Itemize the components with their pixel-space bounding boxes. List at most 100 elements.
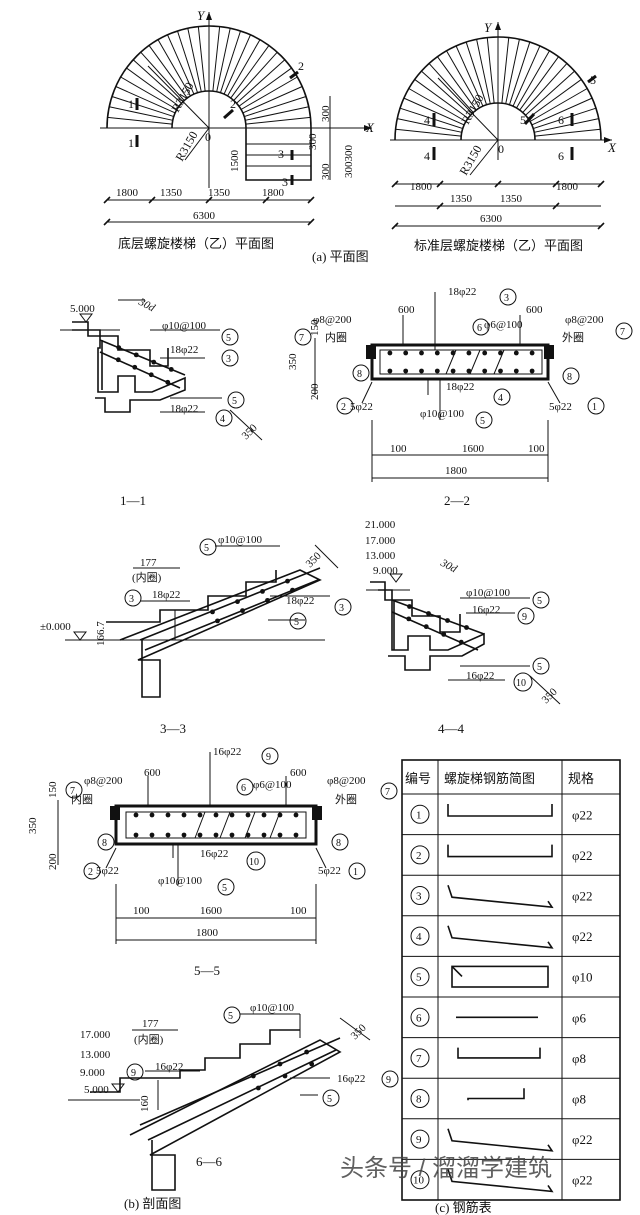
- dim-line: [229, 409, 263, 441]
- rebar-shape: [447, 884, 554, 909]
- rebar-spec: φ8: [572, 1092, 586, 1107]
- dim-label: 100: [290, 905, 307, 917]
- dim-label: 1800: [556, 181, 579, 193]
- section-6-label: 6: [558, 149, 564, 163]
- section-3-label: 3: [282, 175, 288, 189]
- radius-leader: [147, 65, 210, 129]
- dim-label: 350: [304, 550, 325, 571]
- bar-callout: [221, 349, 239, 367]
- dim-label: 177: [140, 557, 157, 569]
- tread-line: [522, 63, 568, 113]
- bar-callout: [499, 288, 517, 306]
- dim-tick: [552, 180, 560, 188]
- dim-tick: [391, 180, 399, 188]
- rebar-label: 16φ22: [337, 1073, 365, 1085]
- rebar-no: 7: [416, 1053, 422, 1065]
- rebar-dot: [529, 350, 535, 356]
- rebar-shape: [447, 925, 554, 949]
- callout-no: 2: [341, 402, 346, 413]
- rebar-dot: [260, 588, 265, 594]
- dim-ticks: [391, 180, 605, 230]
- dim-line: [314, 544, 339, 569]
- section-2-label: 2: [298, 59, 304, 73]
- dim-tick: [307, 196, 315, 204]
- callout-no: 6: [477, 323, 482, 334]
- dim-label: 350: [349, 1022, 370, 1043]
- rebar-dot: [464, 625, 469, 630]
- elevation-label: 9.000: [373, 565, 398, 577]
- rebar-dot: [261, 812, 267, 818]
- y-arrow: [206, 12, 212, 20]
- rebar-dot: [133, 812, 139, 818]
- tread-line: [167, 34, 195, 95]
- rebar-dot: [423, 624, 429, 630]
- dim-label: 300: [320, 163, 332, 180]
- bar-callout: [246, 851, 266, 871]
- rebar-spec: φ22: [572, 1132, 593, 1147]
- rebar-dot: [466, 350, 472, 356]
- rebar-dot: [498, 368, 503, 374]
- elevation-label: ±0.000: [40, 621, 71, 633]
- rebar-dot: [466, 368, 472, 374]
- rebar-dot: [441, 631, 447, 637]
- dim-line: [339, 1017, 371, 1041]
- callout-no: 9: [386, 1075, 391, 1086]
- callout-no: 9: [522, 612, 527, 623]
- tread-line: [533, 107, 597, 130]
- bar-callout: [261, 747, 279, 765]
- section-mark: [587, 74, 597, 84]
- dim-label: 1350: [500, 193, 523, 205]
- bar-callout: [615, 322, 633, 340]
- bar-callout: [352, 364, 370, 382]
- rebar-label: 16φ22: [213, 746, 241, 758]
- rebar-dot: [426, 611, 431, 616]
- callout-no: 5: [226, 333, 231, 344]
- dim-tick: [103, 196, 111, 204]
- slab-outline: [129, 1039, 342, 1191]
- rebar-dot: [419, 350, 424, 356]
- bar-callout: [97, 833, 115, 851]
- section-caption: 1—1: [120, 493, 146, 508]
- rebar-label: 18φ22: [286, 595, 314, 607]
- tie: [244, 811, 256, 839]
- standard-floor-plan: Y X 0 R3150 R3150 4 4 5 5 6 6 1800 1350 …: [390, 20, 617, 253]
- rebar-no: 5: [416, 972, 422, 984]
- callout-no: 8: [102, 838, 107, 849]
- beam-body: [370, 343, 550, 381]
- tread-line: [126, 67, 180, 107]
- rebar-shape: [447, 844, 553, 858]
- radius-in-label: R3150: [456, 143, 484, 178]
- rebar-dot: [407, 604, 412, 609]
- rebar-dot: [282, 1073, 288, 1079]
- dim-label: 1350: [208, 187, 231, 199]
- bar-callout: [236, 778, 254, 796]
- rebar-dot: [445, 618, 450, 623]
- rebar-dot: [406, 616, 412, 622]
- dim-label: 177: [142, 1018, 159, 1030]
- rebar-bottom: [391, 611, 479, 651]
- dim-label: 1800: [262, 187, 285, 199]
- tread-line: [227, 39, 261, 97]
- rebar-label: 16φ22: [472, 604, 500, 616]
- dim-label: 350: [540, 686, 561, 707]
- rebar-spec: φ22: [572, 889, 593, 904]
- section-mark: [289, 70, 299, 80]
- callout-no: 5: [480, 416, 485, 427]
- rebar-dot: [229, 832, 235, 838]
- rebar-dot: [215, 618, 220, 624]
- dim-label: 1800: [445, 465, 468, 477]
- dim-label: 600: [398, 304, 415, 316]
- rebar-dot: [197, 832, 203, 838]
- callout-no: 8: [336, 838, 341, 849]
- tread-line: [403, 97, 465, 126]
- origin-label: 0: [498, 142, 504, 156]
- dim-label: 350: [240, 422, 261, 443]
- bar-callout: [410, 886, 430, 905]
- flange-left: [110, 806, 120, 820]
- tread-line: [527, 79, 582, 119]
- plan-title: 标准层螺旋楼梯（乙）平面图: [414, 238, 583, 253]
- callout-no: 5: [537, 596, 542, 607]
